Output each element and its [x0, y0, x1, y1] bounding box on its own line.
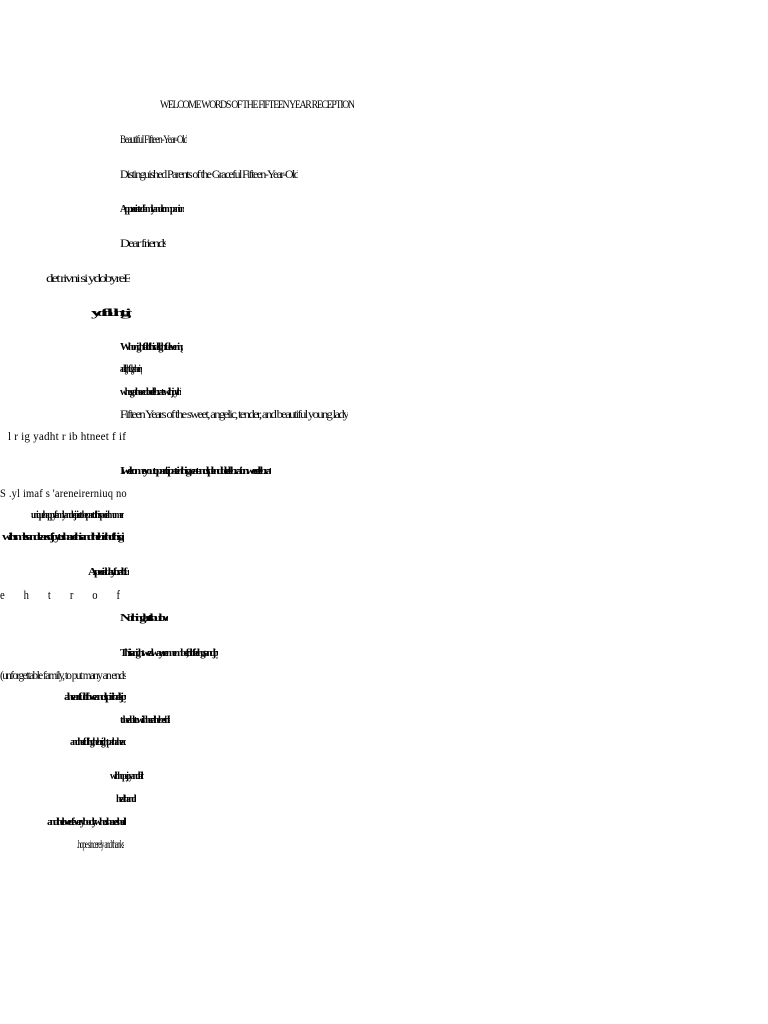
- salutation-line: Distinguished Parents of the Graceful Fi…: [120, 167, 298, 181]
- body-text-line: Nothing lasts but love: [120, 612, 168, 624]
- spaced-text-line: e h t r o f: [0, 587, 128, 602]
- body-text-line: Who nightfall of this delightful evening: [120, 341, 183, 353]
- body-text-line: and her fulfilling the bright path ahead: [70, 736, 126, 748]
- document-title: WELCOME WORDS OF THE FIFTEEN YEAR RECEPT…: [160, 97, 354, 111]
- body-text-line: A special day for all of us: [88, 566, 129, 578]
- body-text-line: and the love of everybody who shares her…: [47, 816, 126, 828]
- body-text-line: who gathered to celebrate with joy this: [120, 386, 181, 398]
- salutation-line: Beautiful Fifteen-Year-Old: [120, 132, 187, 146]
- body-text-line: with hope, joy and faith: [110, 770, 144, 782]
- body-text-line: yo fo llu ht gin: [91, 307, 132, 319]
- body-text-line: Fifteen Years of the sweet, angelic, ten…: [120, 407, 348, 421]
- salutation-line: Appreciated family and companions: [120, 203, 184, 215]
- body-text-line: unique happy family and rejoice to be pa…: [31, 509, 124, 521]
- reversed-text-line: (unforgettable family, to put many an en…: [0, 668, 126, 682]
- body-text-line: a delightful gathering: [120, 363, 142, 375]
- reversed-text-line: l r ig yadht r ib htneet f if: [8, 429, 126, 443]
- body-text-line: with smiles and tears of joy to share th…: [2, 531, 124, 543]
- body-text-line: This is a night we always remember, full…: [120, 647, 218, 659]
- body-text-line: a heart full of love and spirit in all i…: [64, 691, 126, 703]
- body-text-line: to be able to wish her all the best in l…: [120, 714, 170, 726]
- reversed-text-line: det rivni si ydobyreE: [46, 271, 130, 285]
- body-text-line: health and life: [116, 793, 136, 805]
- salutation-line: Dear friends: [120, 236, 166, 250]
- body-text-line: .hope sincerely and thanks: [77, 837, 124, 851]
- body-text-line: I welcome you to participate in this gre…: [120, 465, 271, 477]
- reversed-text-line: S .yl imaf s 'areneirerniuq no: [0, 486, 127, 500]
